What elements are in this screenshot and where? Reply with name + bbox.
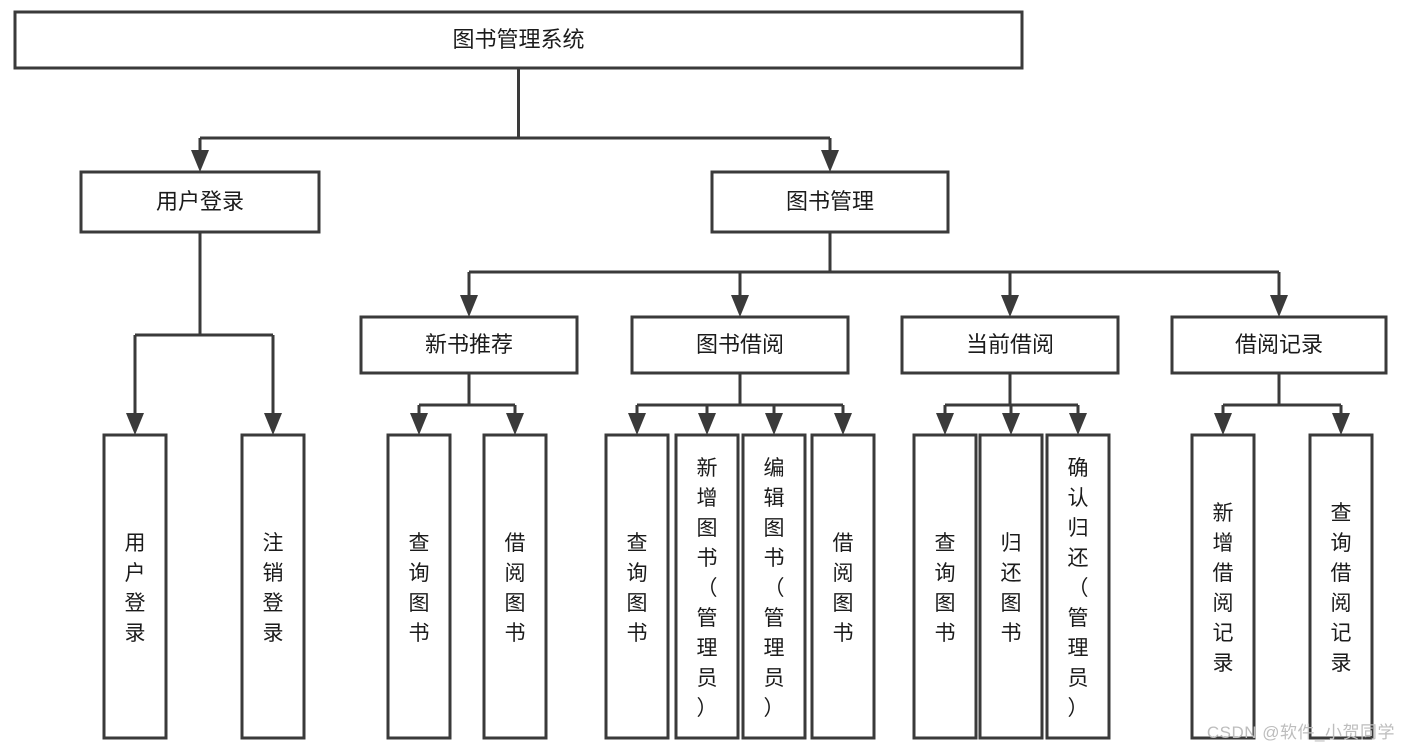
node-book-borrow-label: 图书借阅 [696,332,784,357]
leaf-query-book-1[interactable]: 查询图书 [386,433,452,740]
root-node-label: 图书管理系统 [452,27,584,52]
leaf-query-book-3[interactable]: 查询图书 [912,433,978,740]
arrow-leaf-user-logout-arrowhead [264,413,282,435]
leaf-add-book-admin[interactable]: 新增图书（管理员） [674,433,740,740]
leaf-user-login-box [102,433,168,740]
leaf-add-book-admin-label: 新增图书（管理员） [697,457,718,720]
node-book-management-label: 图书管理 [786,189,874,214]
root-node-box [13,10,1024,70]
arrow-leaf-user-login-arrowhead [126,413,144,435]
leaf-query-book-1-box [386,433,452,740]
arrow-node-book-management-arrowhead [821,150,839,172]
leaf-borrow-book-2-box [810,433,876,740]
node-current-borrow-label: 当前借阅 [966,332,1054,357]
connector-layer [126,68,1350,435]
arrow-leaf-return-book-arrowhead [1002,413,1020,435]
leaf-add-borrow-record[interactable]: 新增借阅记录 [1190,433,1256,740]
node-book-borrow-box [630,315,850,375]
root-node[interactable]: 图书管理系统 [13,10,1024,70]
leaf-user-logout-label: 注销登录 [263,532,284,645]
leaf-add-borrow-record-label: 新增借阅记录 [1213,502,1234,675]
arrow-leaf-add-book-admin-arrowhead [698,413,716,435]
node-current-borrow[interactable]: 当前借阅 [900,315,1120,375]
arrow-leaf-borrow-book-1-arrowhead [506,413,524,435]
leaf-user-login-label: 用户登录 [125,532,146,645]
arrow-leaf-confirm-return-admin-arrowhead [1069,413,1087,435]
leaf-query-book-2-box [604,433,670,740]
node-borrow-record-box [1170,315,1388,375]
leaf-query-borrow-record-label: 查询借阅记录 [1331,502,1352,675]
leaf-user-login[interactable]: 用户登录 [102,433,168,740]
arrow-leaf-query-book-1-arrowhead [410,413,428,435]
leaf-confirm-return-admin-box [1045,433,1111,740]
leaf-add-book-admin-box [674,433,740,740]
leaf-return-book-box [978,433,1044,740]
node-borrow-record[interactable]: 借阅记录 [1170,315,1388,375]
leaf-query-book-2-label: 查询图书 [627,532,648,645]
arrow-leaf-query-book-2-arrowhead [628,413,646,435]
arrow-node-current-borrow-arrowhead [1001,295,1019,317]
leaf-borrow-book-1[interactable]: 借阅图书 [482,433,548,740]
node-layer: 图书管理系统用户登录图书管理用户登录注销登录新书推荐查询图书借阅图书图书借阅查询… [13,10,1388,740]
leaf-query-book-3-box [912,433,978,740]
arrow-leaf-borrow-book-2-arrowhead [834,413,852,435]
leaf-query-borrow-record[interactable]: 查询借阅记录 [1308,433,1374,740]
leaf-confirm-return-admin-label: 确认归还（管理员） [1068,457,1089,720]
node-book-management[interactable]: 图书管理 [710,170,950,234]
node-user-login[interactable]: 用户登录 [79,170,321,234]
arrow-node-user-login-arrowhead [191,150,209,172]
leaf-query-book-3-label: 查询图书 [935,532,956,645]
node-new-book-recommend[interactable]: 新书推荐 [359,315,579,375]
leaf-borrow-book-1-box [482,433,548,740]
leaf-edit-book-admin-label: 编辑图书（管理员） [764,457,785,720]
leaf-borrow-book-2-label: 借阅图书 [833,532,854,645]
node-book-management-box [710,170,950,234]
arrow-leaf-edit-book-admin-arrowhead [765,413,783,435]
node-user-login-label: 用户登录 [156,189,244,214]
leaf-add-borrow-record-box [1190,433,1256,740]
leaf-query-book-1-label: 查询图书 [409,532,430,645]
leaf-user-logout[interactable]: 注销登录 [240,433,306,740]
leaf-query-borrow-record-box [1308,433,1374,740]
node-new-book-recommend-label: 新书推荐 [425,332,513,357]
leaf-borrow-book-2[interactable]: 借阅图书 [810,433,876,740]
leaf-edit-book-admin[interactable]: 编辑图书（管理员） [741,433,807,740]
arrow-node-borrow-record-arrowhead [1270,295,1288,317]
arrow-node-book-borrow-arrowhead [731,295,749,317]
leaf-user-logout-box [240,433,306,740]
arrow-leaf-query-borrow-record-arrowhead [1332,413,1350,435]
arrow-leaf-add-borrow-record-arrowhead [1214,413,1232,435]
node-current-borrow-box [900,315,1120,375]
node-borrow-record-label: 借阅记录 [1235,332,1323,357]
leaf-return-book[interactable]: 归还图书 [978,433,1044,740]
node-new-book-recommend-box [359,315,579,375]
node-user-login-box [79,170,321,234]
leaf-confirm-return-admin[interactable]: 确认归还（管理员） [1045,433,1111,740]
leaf-borrow-book-1-label: 借阅图书 [505,532,526,645]
leaf-edit-book-admin-box [741,433,807,740]
arrow-leaf-query-book-3-arrowhead [936,413,954,435]
watermark-text: CSDN @软件_小贺同学 [1206,723,1395,742]
leaf-query-book-2[interactable]: 查询图书 [604,433,670,740]
node-book-borrow[interactable]: 图书借阅 [630,315,850,375]
arrow-node-new-book-recommend-arrowhead [460,295,478,317]
leaf-return-book-label: 归还图书 [1001,532,1022,645]
